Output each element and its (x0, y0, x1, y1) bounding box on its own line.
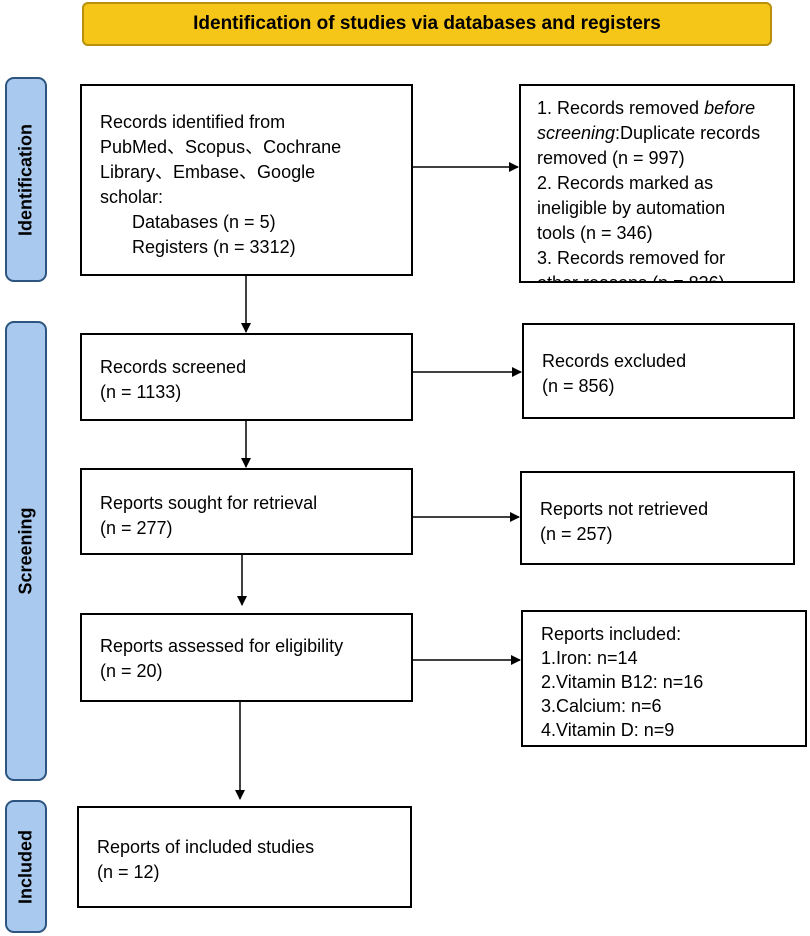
removed-line1: 1. Records removed before (537, 98, 756, 118)
reports-sought-count: (n = 277) (100, 518, 173, 538)
removed-line6: tools (n = 346) (537, 223, 653, 243)
removed-line7: 3. Records removed for (537, 248, 726, 268)
reports-assessed-label: Reports assessed for eligibility (100, 636, 344, 656)
removed-line4: 2. Records marked as (537, 173, 714, 193)
reports-sought-label: Reports sought for retrieval (100, 493, 318, 513)
included-studies-label: Reports of included studies (97, 837, 315, 857)
records-removed-box: 1. Records removed before screening:Dupl… (519, 84, 795, 283)
removed-line8: other reasons (n = 836) (537, 273, 725, 283)
records-identified-box: Records identified from PubMed、Scopus、Co… (80, 84, 413, 276)
records-excluded-label: Records excluded (542, 351, 687, 371)
reports-sought-box: Reports sought for retrieval (n = 277) (80, 468, 413, 555)
records-screened-count: (n = 1133) (100, 382, 182, 402)
phase-screening: Screening (5, 321, 47, 781)
records-screened-box: Records screened (n = 1133) (80, 333, 413, 421)
title-banner: Identification of studies via databases … (82, 2, 772, 46)
records-screened-label: Records screened (100, 357, 247, 377)
removed-line2: screening:Duplicate records (537, 123, 761, 143)
records-identified-line3: Library、Embase、Google (100, 162, 316, 182)
reports-not-retrieved-box: Reports not retrieved (n = 257) (520, 471, 795, 565)
removed-line3: removed (n = 997) (537, 148, 685, 168)
included-item-vitamin-d: 4.Vitamin D: n=9 (541, 720, 675, 740)
included-item-iron: 1.Iron: n=14 (541, 648, 638, 668)
reports-not-retrieved-count: (n = 257) (540, 524, 613, 544)
reports-assessed-box: Reports assessed for eligibility (n = 20… (80, 613, 413, 702)
reports-assessed-count: (n = 20) (100, 661, 163, 681)
reports-included-header: Reports included: (541, 624, 682, 644)
title-text: Identification of studies via databases … (193, 13, 661, 34)
included-studies-count: (n = 12) (97, 862, 160, 882)
records-excluded-box: Records excluded (n = 856) (522, 323, 795, 419)
records-identified-line4: scholar: (100, 187, 164, 207)
included-item-vitamin-b12: 2.Vitamin B12: n=16 (541, 672, 704, 692)
reports-included-box: Reports included: 1.Iron: n=14 2.Vitamin… (521, 610, 807, 747)
phase-identification: Identification (5, 77, 47, 282)
reports-not-retrieved-label: Reports not retrieved (540, 499, 709, 519)
registers-count: Registers (n = 3312) (132, 237, 296, 257)
records-excluded-count: (n = 856) (542, 376, 615, 396)
included-item-calcium: 3.Calcium: n=6 (541, 696, 662, 716)
removed-line5: ineligible by automation (537, 198, 726, 218)
phase-included: Included (5, 800, 47, 933)
databases-count: Databases (n = 5) (132, 212, 276, 232)
records-identified-line1: Records identified from (100, 112, 286, 132)
records-identified-line2: PubMed、Scopus、Cochrane (100, 137, 342, 157)
included-studies-box: Reports of included studies (n = 12) (77, 806, 412, 908)
